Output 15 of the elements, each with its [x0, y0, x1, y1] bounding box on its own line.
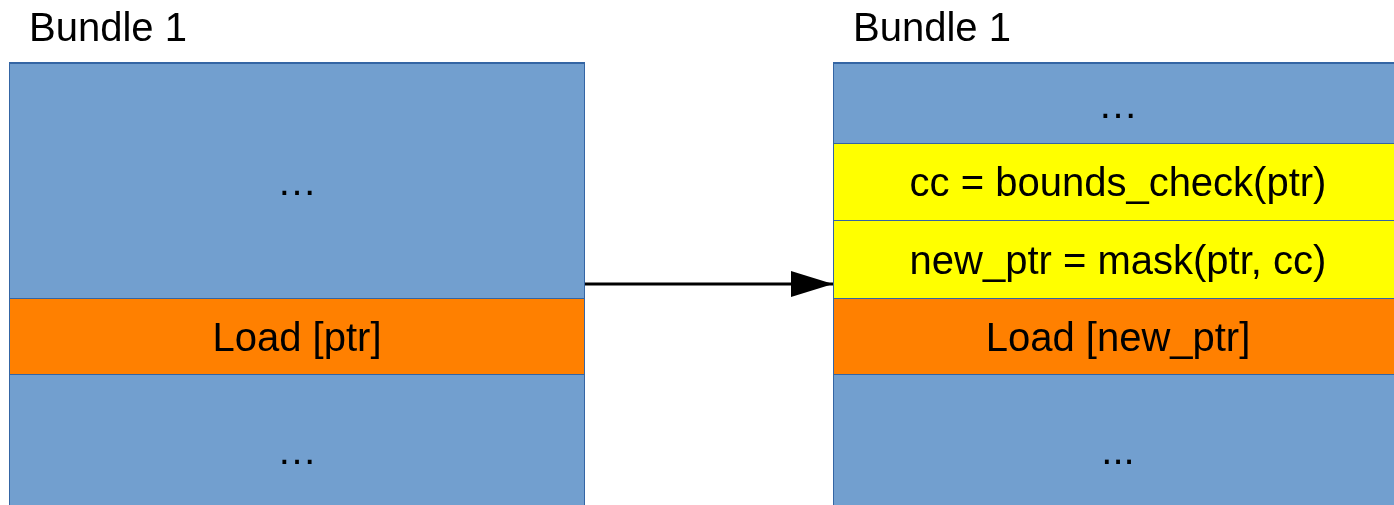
row-text: new_ptr = mask(ptr, cc): [909, 236, 1327, 283]
instruction-row: [834, 298, 1394, 374]
bundle-title: Bundle 1: [853, 4, 1011, 50]
row-text: cc = bounds_check(ptr): [909, 159, 1327, 205]
instruction-row: [834, 143, 1394, 220]
arrow: [585, 271, 833, 297]
instruction-row: [834, 220, 1394, 298]
instruction-row: [10, 298, 584, 374]
row-text: …: [1098, 80, 1138, 127]
bundle-title: Bundle 1: [29, 4, 187, 50]
row-text: Load [new_ptr]: [985, 313, 1251, 360]
row-text: Load [ptr]: [212, 313, 382, 360]
row-text: …: [277, 426, 317, 473]
row-text: ...: [1101, 426, 1135, 473]
row-text: …: [277, 158, 317, 204]
